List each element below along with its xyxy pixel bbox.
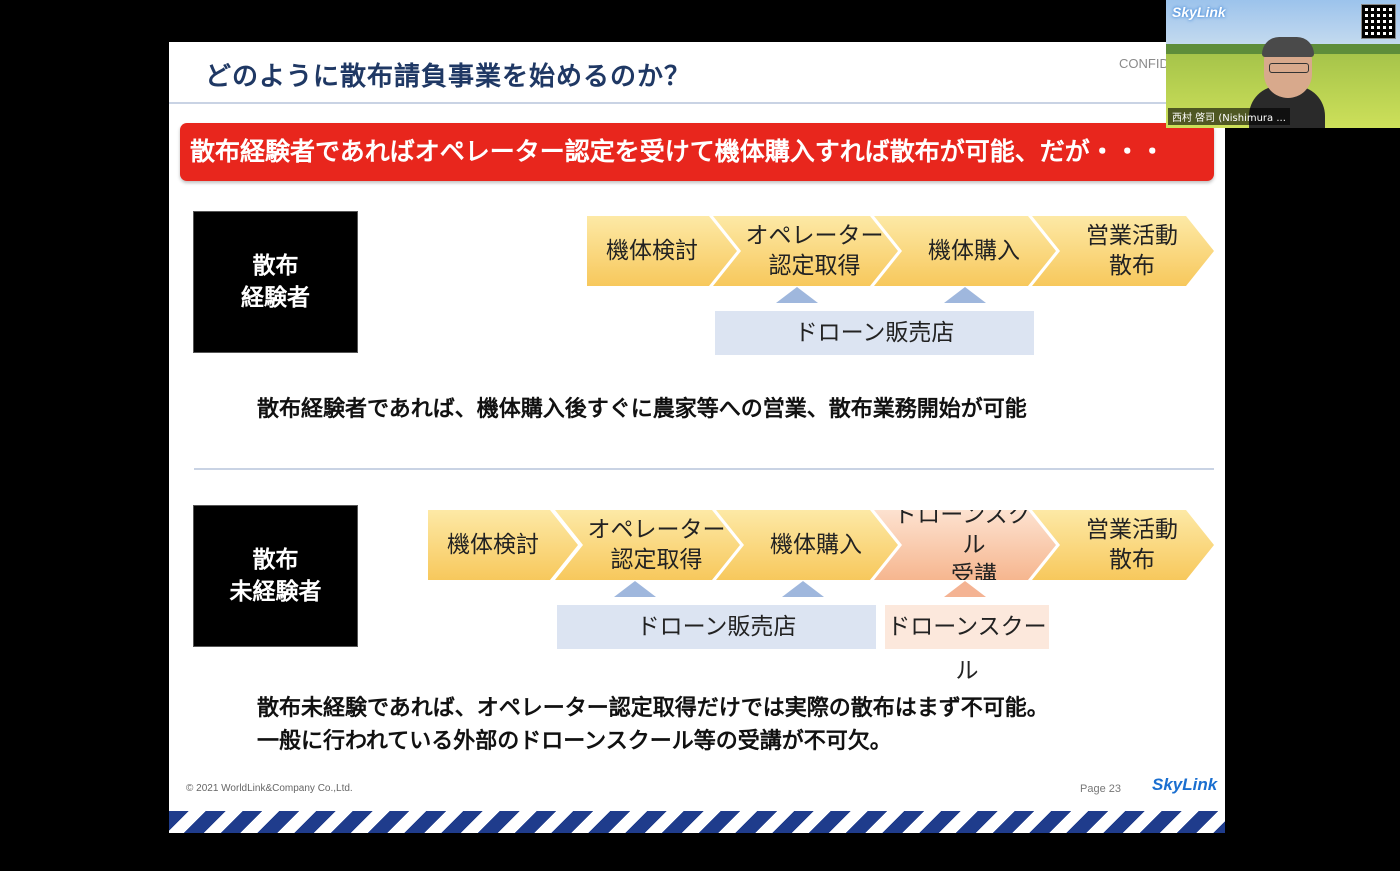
- inexperienced-label-line1: 散布: [252, 547, 299, 573]
- exp-step-3-label: 機体購入: [928, 238, 1020, 264]
- exp-step-1-label: 機体検討: [606, 238, 698, 264]
- inexperienced-label-line2: 未経験者: [229, 579, 322, 605]
- participant-hair: [1262, 37, 1314, 57]
- up-arrow-icon: [776, 287, 818, 303]
- skylink-logo: SkyLink: [1152, 775, 1218, 794]
- exp-step-4-line1: 営業活動: [1086, 223, 1178, 249]
- warning-banner: 散布経験者であればオペレーター認定を受けて機体購入すれば散布が可能、だが・・・: [180, 123, 1214, 181]
- experienced-label-box: 散布 経験者: [193, 211, 358, 353]
- inexp-step-3: 機体購入: [716, 510, 898, 580]
- video-skylink-logo: SkyLink: [1172, 4, 1226, 20]
- inexperienced-description-line2: 一般に行われている外部のドローンスクール等の受講が不可欠。: [257, 729, 892, 754]
- participant-video-tile[interactable]: SkyLink 西村 啓司 (Nishimura ...: [1166, 0, 1400, 128]
- inexp-step-4-line1: ドローンスクール: [894, 502, 1054, 558]
- drone-dealer-box: ドローン販売店: [557, 605, 876, 649]
- inexp-step-2-line2: 認定取得: [610, 547, 703, 573]
- inexperienced-description-line1: 散布未経験であれば、オペレーター認定取得だけでは実際の散布はまず不可能。: [257, 696, 1049, 721]
- title-divider: [169, 102, 1225, 104]
- exp-step-4-line2: 散布: [1109, 253, 1155, 279]
- qr-code-icon: [1361, 4, 1396, 39]
- inexp-step-3-label: 機体購入: [770, 532, 862, 558]
- exp-step-1: 機体検討: [587, 216, 737, 286]
- inexp-step-5-line2: 散布: [1109, 547, 1155, 573]
- exp-step-2-line1: オペレーター: [745, 223, 884, 249]
- experienced-label-line1: 散布: [252, 253, 299, 279]
- inexp-step-1-label: 機体検討: [447, 532, 539, 558]
- confidential-label: CONFID: [1119, 56, 1169, 71]
- up-arrow-icon: [944, 287, 986, 303]
- glasses-icon: [1269, 63, 1309, 73]
- slide-title: どのように散布請負事業を始めるのか？: [205, 62, 692, 92]
- inexp-step-2: オペレーター 認定取得: [555, 510, 740, 580]
- inexp-step-2-line1: オペレーター: [587, 517, 726, 543]
- experienced-label-line2: 経験者: [241, 285, 310, 311]
- inexp-step-5: 営業活動 散布: [1032, 510, 1214, 580]
- copyright-text: © 2021 WorldLink&Company Co.,Ltd.: [186, 783, 353, 794]
- drone-dealer-box: ドローン販売店: [715, 311, 1034, 355]
- exp-step-2-line2: 認定取得: [768, 253, 861, 279]
- up-arrow-icon: [782, 581, 824, 597]
- exp-step-3: 機体購入: [874, 216, 1056, 286]
- drone-school-box: ドローンスクール: [885, 605, 1049, 684]
- inexp-step-5-line1: 営業活動: [1086, 517, 1178, 543]
- inexp-step-1: 機体検討: [428, 510, 578, 580]
- experienced-description: 散布経験者であれば、機体購入後すぐに農家等への営業、散布業務開始が可能: [257, 397, 1027, 422]
- footer-stripe-band: [169, 811, 1225, 833]
- exp-step-2: オペレーター 認定取得: [713, 216, 898, 286]
- page-number: Page 23: [1080, 783, 1121, 795]
- up-arrow-icon: [614, 581, 656, 597]
- up-arrow-icon: [944, 581, 986, 597]
- presentation-slide: どのように散布請負事業を始めるのか？ CONFID 散布経験者であればオペレータ…: [169, 42, 1225, 833]
- participant-name: 西村 啓司 (Nishimura ...: [1168, 108, 1290, 125]
- section-divider: [194, 468, 1214, 470]
- inexperienced-label-box: 散布 未経験者: [193, 505, 358, 647]
- inexp-step-4: ドローンスクール 受講: [874, 510, 1056, 580]
- exp-step-4: 営業活動 散布: [1032, 216, 1214, 286]
